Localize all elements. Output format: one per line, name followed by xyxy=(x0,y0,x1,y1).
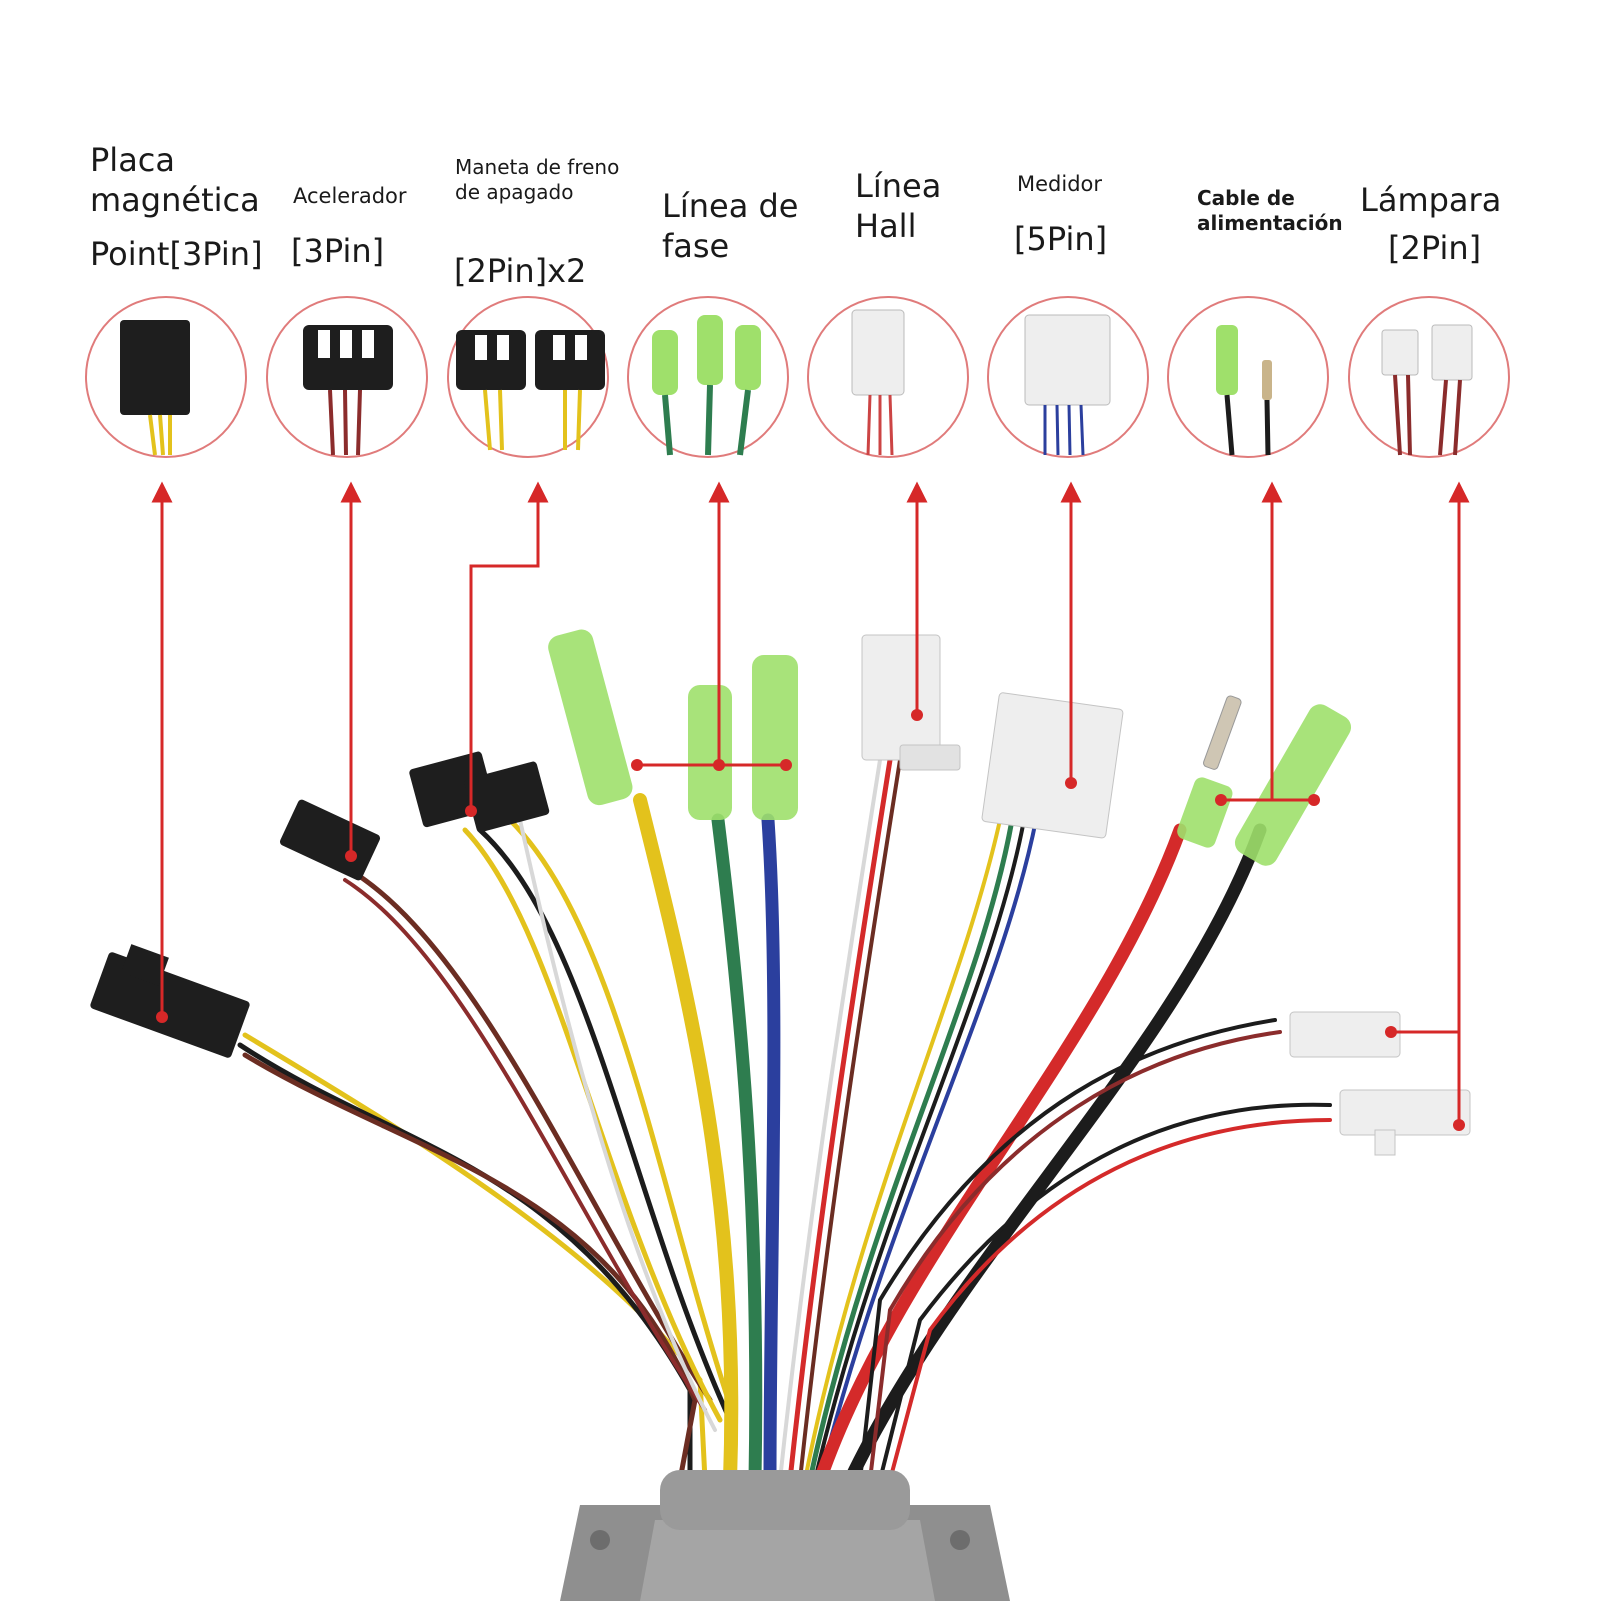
label-maneta-line2: de apagado xyxy=(455,180,574,204)
label-hall-line1: Línea xyxy=(855,167,942,205)
connector-maneta xyxy=(409,751,550,833)
label-maneta-freno: Maneta de freno de apagado xyxy=(455,155,619,205)
zoom-circle-acelerador xyxy=(266,296,428,458)
zoom-circle-alimentacion xyxy=(1167,296,1329,458)
label-placa-line1: Placa xyxy=(90,141,175,179)
pin-placa-magnetica: Point[3Pin] xyxy=(90,235,263,273)
zoom-circle-placa xyxy=(85,296,247,458)
pointer-dots xyxy=(156,709,1465,1131)
connector-lampara xyxy=(1289,1011,1471,1156)
connector-alimentacion xyxy=(1177,695,1352,866)
zoom-circle-maneta xyxy=(447,296,609,458)
label-medidor: Medidor xyxy=(1017,172,1103,196)
label-linea-fase: Línea de fase xyxy=(662,186,798,266)
label-fase-line2: fase xyxy=(662,227,730,265)
zoom-circle-hall xyxy=(807,296,969,458)
zoom-circle-medidor xyxy=(987,296,1149,458)
connector-medidor xyxy=(981,692,1124,839)
connector-fase xyxy=(548,629,798,820)
zoom-circle-lampara xyxy=(1348,296,1510,458)
label-lampara: Lámpara xyxy=(1360,181,1502,219)
connector-placa xyxy=(90,944,250,1058)
pin-acelerador: [3Pin] xyxy=(291,232,385,270)
label-placa-magnetica: Placa magnética xyxy=(90,140,260,220)
label-fase-line1: Línea de xyxy=(662,187,799,225)
label-acelerador: Acelerador xyxy=(293,184,407,208)
pin-maneta-freno: [2Pin]x2 xyxy=(454,252,587,290)
label-placa-line2: magnética xyxy=(90,181,260,219)
label-hall-line2: Hall xyxy=(855,207,917,245)
label-cable-line2: alimentación xyxy=(1197,211,1343,235)
pin-lampara: [2Pin] xyxy=(1388,229,1482,267)
pointer-lines xyxy=(151,481,1470,1125)
connector-acelerador xyxy=(279,799,381,881)
label-cable-alimentacion: Cable de alimentación xyxy=(1197,186,1343,236)
label-maneta-line1: Maneta de freno xyxy=(455,155,620,179)
label-linea-hall: Línea Hall xyxy=(855,166,941,246)
wire-bundle xyxy=(237,757,1332,1487)
connector-hall xyxy=(861,634,961,771)
pin-medidor: [5Pin] xyxy=(1014,220,1108,258)
zoom-circle-fase xyxy=(627,296,789,458)
label-cable-line1: Cable de xyxy=(1197,186,1295,210)
controller-box xyxy=(560,1470,1010,1601)
